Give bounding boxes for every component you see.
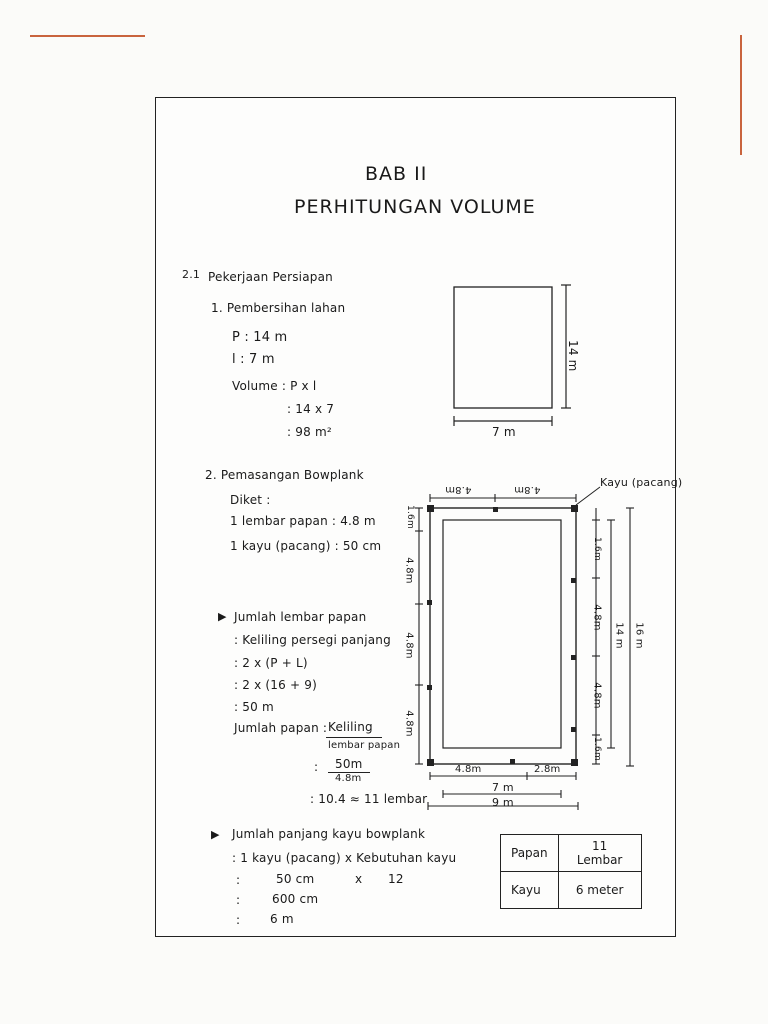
sub1-line2: : 2 x (P + L) — [234, 656, 308, 670]
chapter-subtitle: PERHITUNGAN VOLUME — [294, 196, 536, 218]
sub2-heading: Jumlah panjang kayu bowplank — [232, 827, 426, 841]
notebook-sheet — [155, 97, 676, 937]
frac1-denominator: lembar papan — [328, 740, 401, 751]
top-right-dim: 4.8m — [514, 484, 541, 495]
sub1-line1: : Keliling persegi panjang — [234, 633, 391, 647]
inner-height-dim: 14 m — [613, 622, 625, 649]
sub1-jumlah-label: Jumlah papan : — [234, 721, 328, 735]
sub2-colon-3: : — [236, 893, 241, 907]
sub2-line3: 600 cm — [272, 892, 319, 906]
page-edge-top-left — [30, 35, 145, 37]
sub2-line4: 6 m — [270, 912, 294, 926]
frac1-bar — [326, 737, 382, 739]
sub1-heading: Jumlah lembar papan — [234, 610, 367, 624]
table-row: Kayu 6 meter — [500, 871, 642, 909]
sub2-colon-4: : — [236, 913, 241, 927]
right-dim-2: 4.8m — [591, 604, 603, 631]
table-cell-value: 11 Lembar — [557, 834, 642, 872]
item1-volume-result: : 98 m² — [287, 425, 332, 439]
sub1-line3: : 2 x (16 + 9) — [234, 678, 317, 692]
item1-p: P : 14 m — [232, 330, 288, 345]
frac1-numerator: Keliling — [328, 720, 373, 734]
frac2-numerator: 50m — [335, 757, 363, 771]
table-cell-value: 6 meter — [557, 871, 642, 909]
page-edge-right — [740, 35, 742, 155]
table-cell-name: Papan — [500, 834, 559, 872]
chapter-title: BAB II — [365, 163, 428, 185]
summary-table: Papan 11 Lembar Kayu 6 meter — [500, 834, 642, 909]
left-dim-1: 4.8m — [403, 557, 415, 584]
land-height-label: 14 m — [566, 340, 580, 372]
left-top-dim: 1.6m — [404, 505, 415, 529]
left-dim-2: 4.8m — [403, 632, 415, 659]
table-row: Papan 11 Lembar — [500, 834, 642, 872]
item1-heading: 1. Pembersihan lahan — [211, 301, 346, 315]
sub2-colon-2: : — [236, 873, 241, 887]
item2-given2: 1 kayu (pacang) : 50 cm — [230, 539, 382, 553]
outer-width-dim: 9 m — [492, 796, 514, 809]
frac2-colon: : — [314, 760, 319, 774]
sub2-line2b: x — [355, 872, 363, 886]
sub2-line2c: 12 — [388, 872, 404, 886]
section-number: 2.1 — [182, 268, 201, 281]
right-dim-3: 4.8m — [591, 682, 603, 709]
inner-width-dim: 7 m — [492, 781, 514, 794]
bottom-left-dim: 4.8m — [455, 764, 482, 775]
top-left-dim: 4.8m — [445, 484, 472, 495]
section-title: Pekerjaan Persiapan — [208, 270, 333, 284]
sub1-line4: : 50 m — [234, 700, 274, 714]
frac2-bar — [328, 772, 370, 774]
bottom-right-dim: 2.8m — [534, 764, 561, 775]
land-width-label: 7 m — [492, 425, 516, 439]
arrow-icon: ▶ — [218, 610, 227, 623]
item1-volume-step: : 14 x 7 — [287, 402, 335, 416]
pacang-label: Kayu (pacang) — [600, 476, 683, 489]
table-cell-name: Kayu — [500, 871, 559, 909]
item2-given1: 1 lembar papan : 4.8 m — [230, 514, 376, 528]
item2-heading: 2. Pemasangan Bowplank — [205, 468, 364, 482]
arrow-icon: ▶ — [211, 828, 220, 841]
frac2-denominator: 4.8m — [335, 773, 362, 784]
right-dim-4: 1.6m — [591, 737, 602, 761]
left-dim-3: 4.8m — [403, 710, 415, 737]
sub2-line1: : 1 kayu (pacang) x Kebutuhan kayu — [232, 851, 457, 865]
item2-diket: Diket : — [230, 493, 271, 507]
item1-volume-label: Volume : P x l — [232, 379, 317, 393]
outer-height-dim: 16 m — [633, 622, 645, 649]
sub1-result: : 10.4 ≈ 11 lembar — [310, 792, 428, 806]
right-dim-1: 1.6m — [591, 537, 602, 561]
sub2-line2a: 50 cm — [276, 872, 315, 886]
item1-l: l : 7 m — [232, 352, 275, 367]
